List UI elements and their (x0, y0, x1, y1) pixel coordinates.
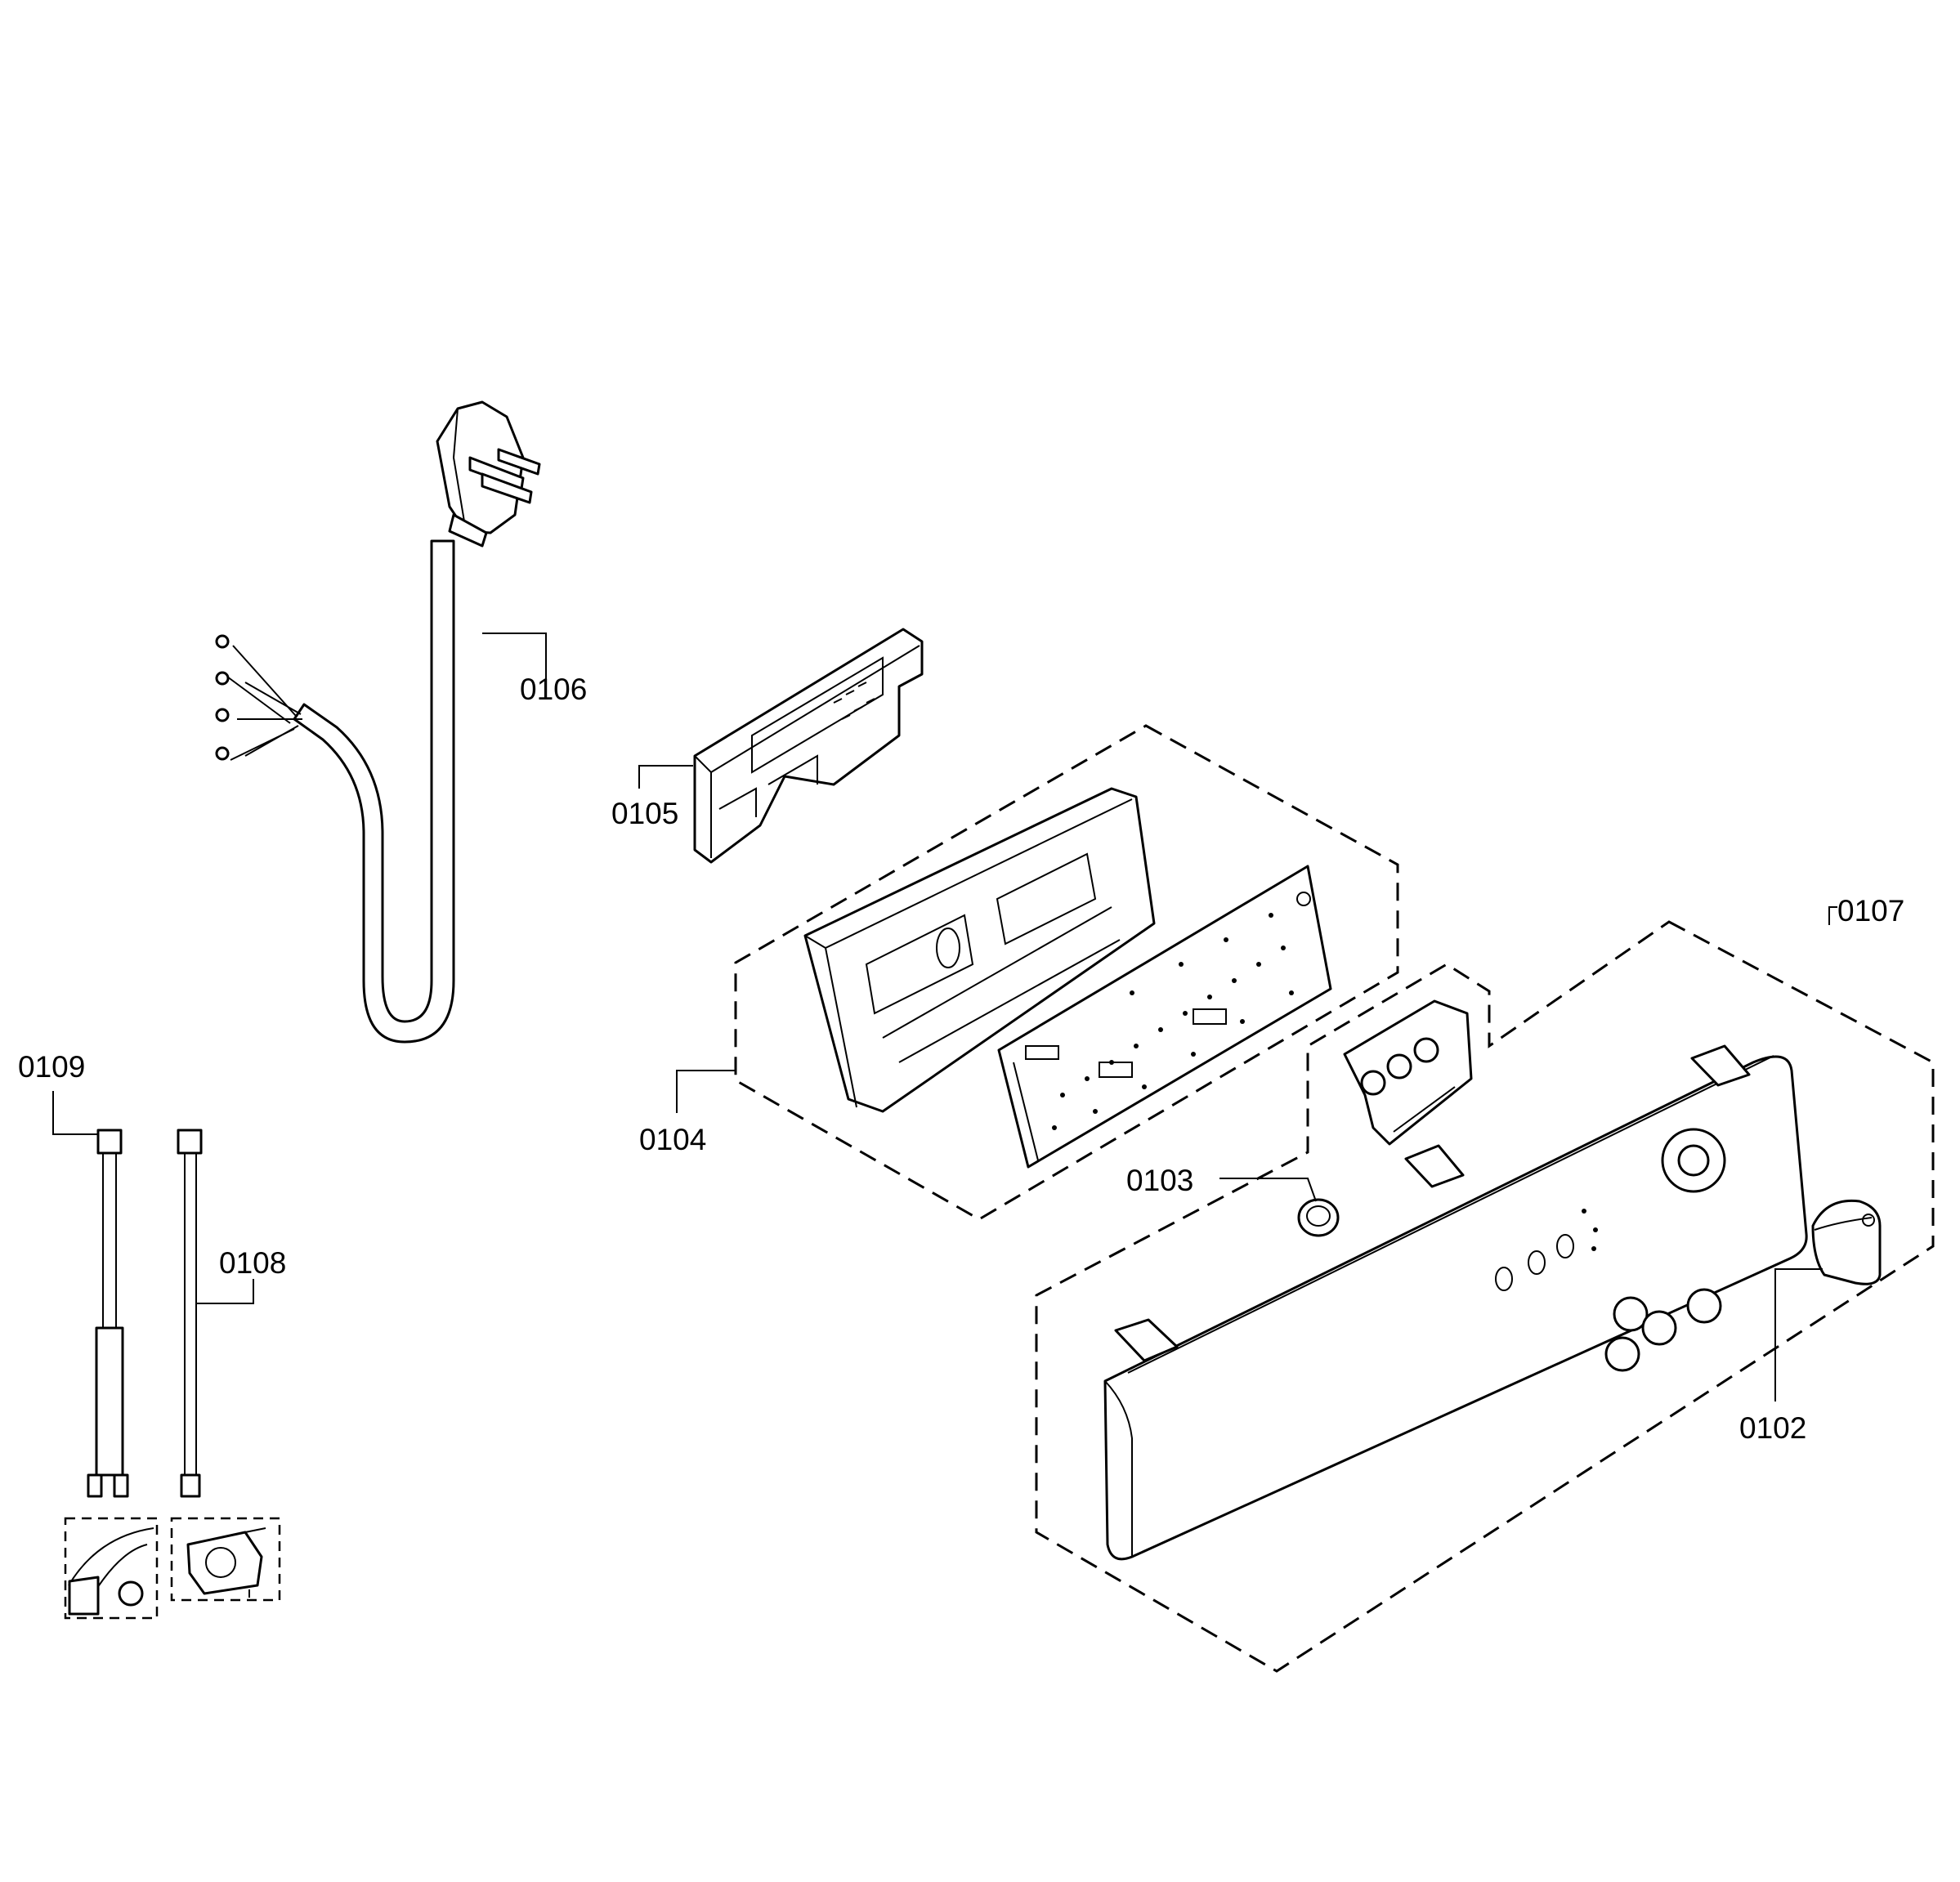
callout-0104[interactable]: 0104 (639, 1123, 706, 1156)
assembly-outline-0107 (1035, 920, 1935, 1673)
leader-0102 (1774, 1268, 1823, 1401)
small-knob-part[interactable] (1297, 1198, 1340, 1237)
callout-0102[interactable]: 0102 (1739, 1411, 1806, 1445)
harness-0109-part[interactable] (64, 1129, 159, 1620)
control-module-frame-part[interactable] (803, 787, 1156, 1113)
callout-0109[interactable]: 0109 (18, 1050, 85, 1084)
circuit-board-part[interactable] (997, 865, 1332, 1169)
power-cord-part[interactable] (215, 400, 541, 1044)
callout-0103[interactable]: 0103 (1126, 1164, 1193, 1197)
leader-0104 (676, 1070, 736, 1113)
callout-0106[interactable]: 0106 (520, 673, 587, 706)
leader-0108 (196, 1279, 254, 1304)
bracket-part[interactable] (693, 628, 924, 864)
harness-0108-part[interactable] (170, 1129, 281, 1602)
switch-holder-part[interactable] (1343, 999, 1473, 1146)
leader-0106 (482, 633, 547, 685)
leader-0107 (1828, 906, 1837, 925)
assembly-outline-0104 (734, 724, 1399, 1221)
callout-0107[interactable]: 0107 (1837, 894, 1904, 928)
leader-0109 (52, 1091, 98, 1135)
callout-0108[interactable]: 0108 (219, 1246, 286, 1280)
leader-0103 (1219, 1178, 1317, 1202)
rotary-knob-part[interactable] (1811, 1199, 1882, 1285)
fascia-panel-part[interactable] (1103, 1044, 1808, 1561)
callout-0105[interactable]: 0105 (611, 797, 678, 830)
leader-0105 (638, 765, 693, 789)
